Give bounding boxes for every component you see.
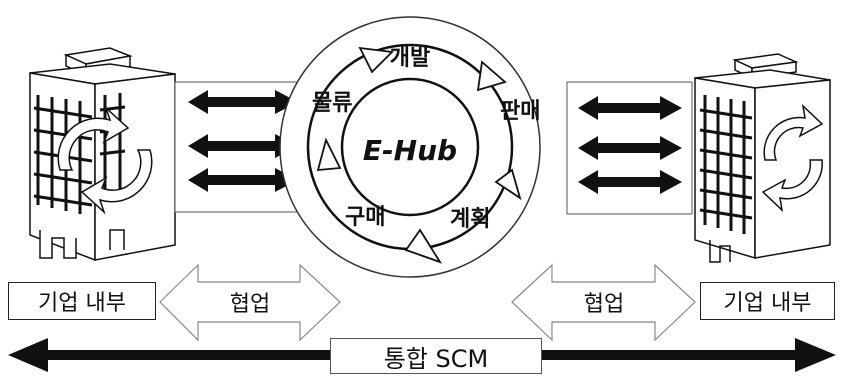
- cycle-label-top: 개발: [390, 46, 430, 71]
- cycle-label-left: 물류: [312, 91, 352, 116]
- integrated-scm-label: 통합 SCM: [330, 338, 542, 374]
- e-hub-circle: [279, 16, 541, 278]
- right-collab-arrow: [511, 263, 696, 342]
- left-collab-label: 협업: [230, 292, 270, 317]
- left-collab-arrow: [159, 263, 341, 342]
- cycle-label-bottom-right: 계획: [450, 207, 490, 232]
- left-building-icon: [29, 47, 176, 262]
- right-internal-box: 기업 내부: [700, 282, 835, 320]
- hub-center-label: E-Hub: [363, 134, 457, 167]
- cycle-label-right: 판매: [500, 99, 540, 124]
- left-internal-box: 기업 내부: [8, 282, 156, 320]
- left-double-arrows: [188, 90, 298, 192]
- cycle-label-bottom-left: 구매: [345, 205, 385, 230]
- right-building-icon: [694, 53, 831, 263]
- right-collab-label: 협업: [584, 292, 624, 317]
- right-double-arrows: [578, 96, 682, 194]
